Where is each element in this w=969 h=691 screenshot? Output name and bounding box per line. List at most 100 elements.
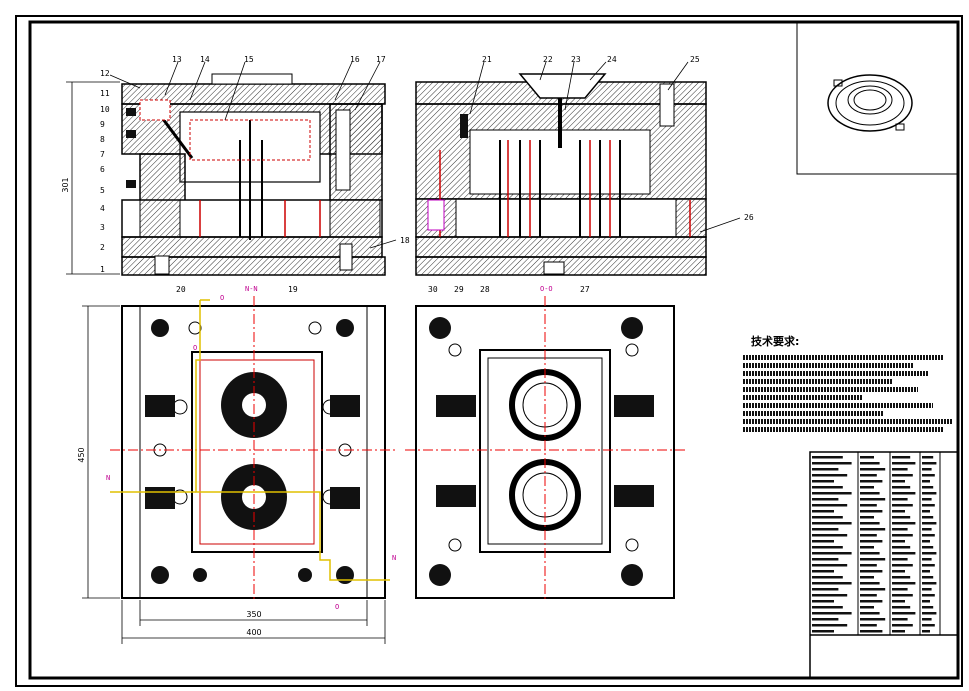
- right-section-view: [415, 73, 707, 276]
- bom-row-mark: [892, 594, 913, 597]
- bom-row-mark: [892, 528, 908, 531]
- part-label-1: 1: [100, 265, 105, 274]
- bom-row-mark: [812, 486, 843, 489]
- part-label-17: 17: [376, 55, 386, 64]
- bom-row-mark: [812, 516, 843, 519]
- tech-requirements: 技术要求:: [743, 333, 958, 435]
- bom-row-mark: [892, 576, 911, 579]
- bom-row-mark: [860, 486, 874, 489]
- note-line: [743, 395, 863, 400]
- note-line: [743, 387, 918, 392]
- bom-row-mark: [922, 528, 932, 531]
- cut-marker-o-top: O: [220, 294, 224, 302]
- bom-row-mark: [860, 618, 886, 621]
- part-label-7: 7: [100, 150, 105, 159]
- part-label-12: 12: [100, 69, 110, 78]
- bom-row-mark: [922, 486, 934, 489]
- bom-row-mark: [812, 582, 852, 585]
- bom-row-mark: [812, 606, 843, 609]
- part-label-27: 27: [580, 285, 590, 294]
- bom-row-mark: [892, 588, 908, 591]
- note-line: [743, 379, 893, 384]
- outer-border: [15, 15, 963, 687]
- bom-row-mark: [812, 474, 848, 477]
- bom-table: [809, 451, 959, 679]
- bom-row-mark: [860, 606, 874, 609]
- bom-row-mark: [860, 558, 886, 561]
- bom-row-mark: [892, 612, 916, 615]
- inner-border: [28, 20, 960, 680]
- note-line: [743, 403, 933, 408]
- bom-row-mark: [860, 624, 877, 627]
- part-label-3: 3: [100, 223, 105, 232]
- bom-row-mark: [922, 534, 935, 537]
- bom-row-mark: [812, 456, 843, 459]
- bom-row-mark: [922, 558, 932, 561]
- note-line: [743, 419, 953, 424]
- bom-row-mark: [922, 492, 937, 495]
- part-label-9: 9: [100, 120, 105, 129]
- bom-row-mark: [922, 498, 932, 501]
- bom-row-mark: [860, 534, 877, 537]
- bom-row-mark: [860, 564, 877, 567]
- part-label-11: 11: [100, 89, 110, 98]
- part-label-29: 29: [454, 285, 464, 294]
- bom-row-mark: [922, 600, 930, 603]
- bom-row-mark: [812, 624, 848, 627]
- part-label-4: 4: [100, 204, 105, 213]
- bom-row-mark: [812, 546, 843, 549]
- bom-row-mark: [812, 468, 839, 471]
- bom-row-mark: [860, 480, 883, 483]
- bom-row-mark: [812, 510, 834, 513]
- bom-row-mark: [892, 480, 905, 483]
- bom-row-mark: [892, 558, 908, 561]
- bom-row-mark: [860, 510, 883, 513]
- bom-row-mark: [892, 468, 908, 471]
- cut-marker-o-left: O: [193, 344, 197, 352]
- part-label-21: 21: [482, 55, 492, 64]
- bom-row-mark: [812, 492, 852, 495]
- bom-row-mark: [892, 546, 911, 549]
- bom-row-mark: [922, 480, 930, 483]
- bom-row-mark: [860, 588, 886, 591]
- bom-row-mark: [922, 630, 930, 633]
- bom-row-mark: [922, 624, 935, 627]
- dim-width-outer: 400: [246, 628, 261, 637]
- bom-row-mark: [812, 498, 839, 501]
- bom-row-mark: [812, 528, 839, 531]
- part-label-30: 30: [428, 285, 438, 294]
- part-label-28: 28: [480, 285, 490, 294]
- part-label-18: 18: [400, 236, 410, 245]
- part-label-22: 22: [543, 55, 553, 64]
- bom-row-mark: [860, 474, 877, 477]
- dimension-lines: [66, 81, 386, 644]
- bom-row-mark: [860, 582, 880, 585]
- bom-row-mark: [892, 516, 911, 519]
- bom-row-mark: [812, 576, 843, 579]
- bom-row-mark: [892, 456, 911, 459]
- part-iso-view: [827, 74, 913, 132]
- bom-row-mark: [922, 570, 930, 573]
- bom-row-mark: [812, 630, 834, 633]
- bom-row-mark: [922, 504, 935, 507]
- tech-requirements-title: 技术要求:: [751, 335, 800, 348]
- dim-plan-height: 450: [77, 447, 86, 462]
- bom-row-mark: [922, 546, 934, 549]
- part-label-10: 10: [100, 105, 110, 114]
- bom-row-mark: [922, 462, 937, 465]
- bom-row-mark: [812, 558, 839, 561]
- bom-row-mark: [812, 522, 852, 525]
- cut-marker-o-bottom: O: [335, 603, 339, 611]
- bom-row-mark: [812, 594, 848, 597]
- dim-height: 301: [61, 177, 70, 192]
- bom-row-mark: [860, 468, 886, 471]
- bom-row-mark: [812, 480, 834, 483]
- bom-row-mark: [922, 618, 932, 621]
- bom-rows: [812, 456, 937, 633]
- bom-row-mark: [892, 564, 913, 567]
- right-section-label: O-O: [540, 285, 553, 293]
- bom-row-mark: [892, 618, 908, 621]
- bom-row-mark: [812, 618, 839, 621]
